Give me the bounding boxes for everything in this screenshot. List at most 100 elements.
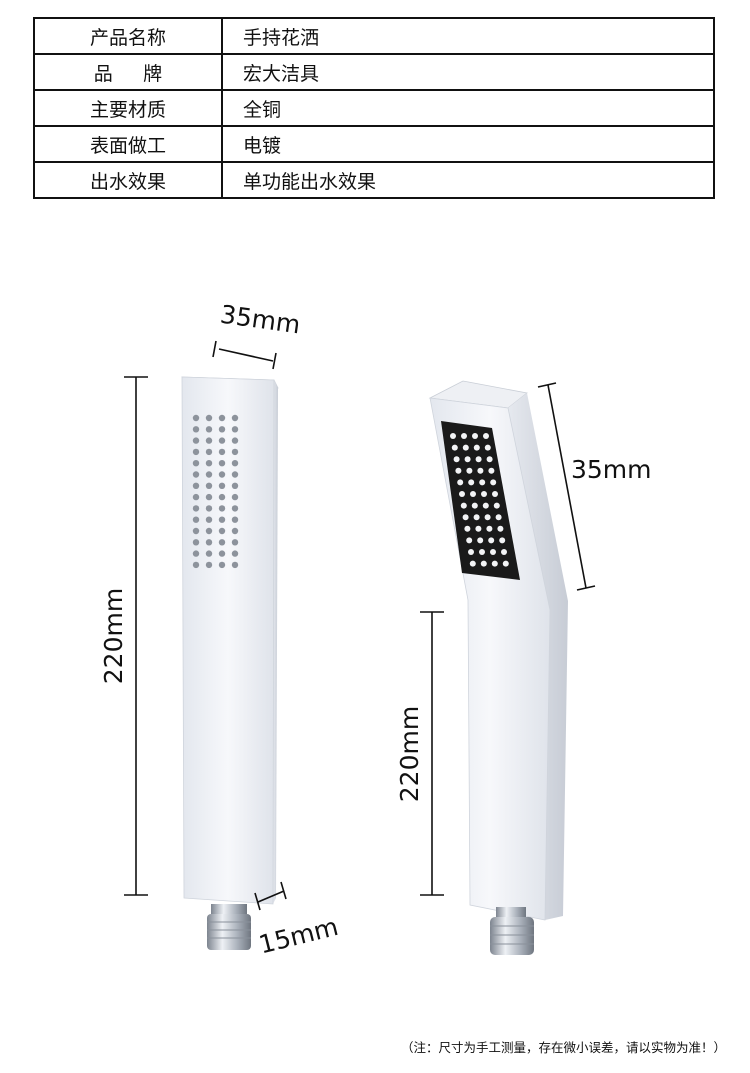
nozzle-hole bbox=[192, 426, 200, 433]
nozzle-hole bbox=[457, 479, 464, 486]
nozzle-hole bbox=[218, 505, 226, 512]
nozzle-hole bbox=[218, 561, 226, 569]
nozzle-hole bbox=[218, 437, 226, 444]
nozzle-hole bbox=[205, 539, 213, 546]
nozzle-hole bbox=[471, 502, 478, 509]
table-row: 品牌 宏大洁具 bbox=[33, 53, 715, 91]
nozzle-hole bbox=[461, 433, 467, 439]
nozzle-hole bbox=[192, 448, 200, 456]
nozzle-hole bbox=[218, 460, 226, 467]
nozzle-hole bbox=[477, 467, 484, 474]
nozzle-hole bbox=[218, 448, 226, 456]
nozzle-hole bbox=[490, 479, 497, 486]
spec-value: 单功能出水效果 bbox=[221, 161, 715, 199]
nozzle-hole bbox=[192, 460, 200, 467]
left-shower-side-face bbox=[273, 380, 278, 904]
nozzle-hole bbox=[484, 444, 491, 451]
nozzle-hole bbox=[231, 527, 239, 535]
nozzle-hole bbox=[231, 471, 239, 478]
table-row: 表面做工 电镀 bbox=[33, 125, 715, 163]
nozzle-hole bbox=[231, 561, 239, 569]
left-shower-body bbox=[181, 376, 275, 905]
nozzle-hole bbox=[231, 426, 239, 433]
nozzle-hole bbox=[466, 467, 473, 474]
spec-label: 表面做工 bbox=[33, 125, 223, 163]
left-shower-nozzles bbox=[192, 414, 239, 569]
nozzle-hole bbox=[231, 460, 239, 467]
nozzle-hole bbox=[205, 516, 213, 523]
nozzle-hole bbox=[484, 514, 491, 521]
right-hose-connector bbox=[490, 907, 534, 955]
nozzle-hole bbox=[205, 505, 213, 512]
nozzle-hole bbox=[218, 539, 226, 546]
nozzle-hole bbox=[192, 539, 200, 546]
nozzle-hole bbox=[192, 471, 200, 478]
nozzle-hole bbox=[192, 516, 200, 523]
nozzle-hole bbox=[462, 514, 469, 521]
nozzle-hole bbox=[470, 491, 476, 497]
nozzle-hole bbox=[488, 467, 495, 474]
nozzle-hole bbox=[231, 448, 239, 456]
table-row: 产品名称 手持花洒 bbox=[33, 17, 715, 55]
nozzle-hole bbox=[218, 550, 226, 557]
nozzle-hole bbox=[192, 550, 200, 557]
nozzle-hole bbox=[231, 516, 239, 523]
nozzle-hole bbox=[205, 493, 213, 501]
nozzle-hole bbox=[205, 437, 213, 444]
nozzle-hole bbox=[479, 549, 485, 555]
nozzle-hole bbox=[450, 433, 456, 439]
nozzle-hole bbox=[231, 437, 239, 444]
nozzle-hole bbox=[466, 537, 473, 544]
nozzle-hole bbox=[475, 525, 482, 532]
nozzle-hole bbox=[501, 549, 507, 555]
nozzle-hole bbox=[205, 460, 213, 467]
nozzle-hole bbox=[218, 482, 226, 489]
nozzle-hole bbox=[192, 437, 200, 444]
right-shower-nozzles bbox=[450, 433, 509, 567]
nozzle-hole bbox=[490, 549, 496, 555]
nozzle-hole bbox=[468, 549, 474, 555]
nozzle-hole bbox=[475, 456, 482, 463]
nozzle-hole bbox=[192, 482, 200, 489]
nozzle-hole bbox=[192, 527, 200, 535]
nozzle-hole bbox=[205, 448, 213, 456]
nozzle-hole bbox=[464, 525, 471, 532]
nozzle-hole bbox=[499, 537, 506, 544]
nozzle-hole bbox=[493, 502, 500, 509]
nozzle-hole bbox=[231, 482, 239, 489]
spec-table: 产品名称 手持花洒 品牌 宏大洁具 主要材质 全铜 表面做工 电镀 出水效果 单… bbox=[33, 17, 715, 199]
left-shower-view bbox=[181, 376, 279, 950]
nozzle-hole bbox=[218, 493, 226, 501]
nozzle-hole bbox=[231, 550, 239, 557]
nozzle-hole bbox=[495, 514, 502, 521]
nozzle-hole bbox=[460, 502, 467, 509]
nozzle-hole bbox=[497, 525, 504, 532]
nozzle-hole bbox=[218, 527, 226, 535]
nozzle-hole bbox=[218, 516, 226, 523]
nozzle-hole bbox=[205, 561, 213, 569]
nozzle-hole bbox=[455, 467, 462, 474]
right-shower-side-face bbox=[508, 393, 568, 920]
nozzle-hole bbox=[205, 550, 213, 557]
right-head-label: 35mm bbox=[571, 455, 652, 484]
nozzle-hole bbox=[205, 471, 213, 478]
footnote: （注：尺寸为手工测量，存在微小误差，请以实物为准！） bbox=[400, 1040, 726, 1055]
nozzle-hole bbox=[472, 433, 478, 439]
nozzle-hole bbox=[231, 505, 239, 512]
nozzle-hole bbox=[192, 493, 200, 501]
right-length-label: 220mm bbox=[395, 706, 424, 802]
left-hose-connector bbox=[207, 904, 251, 950]
nozzle-hole bbox=[451, 444, 458, 451]
nozzle-hole bbox=[459, 491, 465, 497]
nozzle-hole bbox=[468, 479, 475, 486]
spec-value: 全铜 bbox=[221, 89, 715, 127]
nozzle-hole bbox=[192, 505, 200, 512]
spec-label: 产品名称 bbox=[33, 17, 223, 55]
nozzle-hole bbox=[192, 414, 200, 422]
nozzle-hole bbox=[205, 414, 213, 422]
nozzle-hole bbox=[483, 433, 489, 439]
left-thickness-label: 15mm bbox=[256, 912, 341, 960]
spec-label: 出水效果 bbox=[33, 161, 223, 199]
nozzle-hole bbox=[480, 560, 487, 567]
